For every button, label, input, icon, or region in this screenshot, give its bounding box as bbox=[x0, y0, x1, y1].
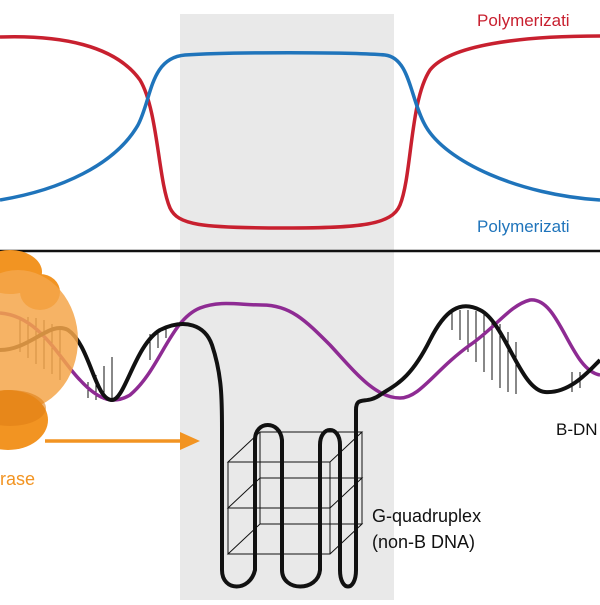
dna-rungs-right bbox=[451, 310, 581, 394]
enzyme-label: rase bbox=[0, 469, 35, 489]
blue-rate-curve bbox=[0, 51, 600, 202]
direction-arrow bbox=[45, 432, 200, 450]
top-curve-label: Polymerizati bbox=[477, 11, 570, 30]
bdna-label: B-DN bbox=[556, 420, 598, 439]
bottom-curve-label: Polymerizati bbox=[477, 217, 570, 236]
gquad-label-line2: (non-B DNA) bbox=[372, 532, 475, 552]
g-quadruplex-planes bbox=[226, 431, 364, 555]
black-dna-strand bbox=[0, 304, 600, 589]
shaded-region bbox=[180, 14, 394, 600]
gquad-label-line1: G-quadruplex bbox=[372, 506, 481, 526]
polymerase-enzyme bbox=[0, 250, 78, 450]
red-rate-curve bbox=[0, 34, 600, 230]
